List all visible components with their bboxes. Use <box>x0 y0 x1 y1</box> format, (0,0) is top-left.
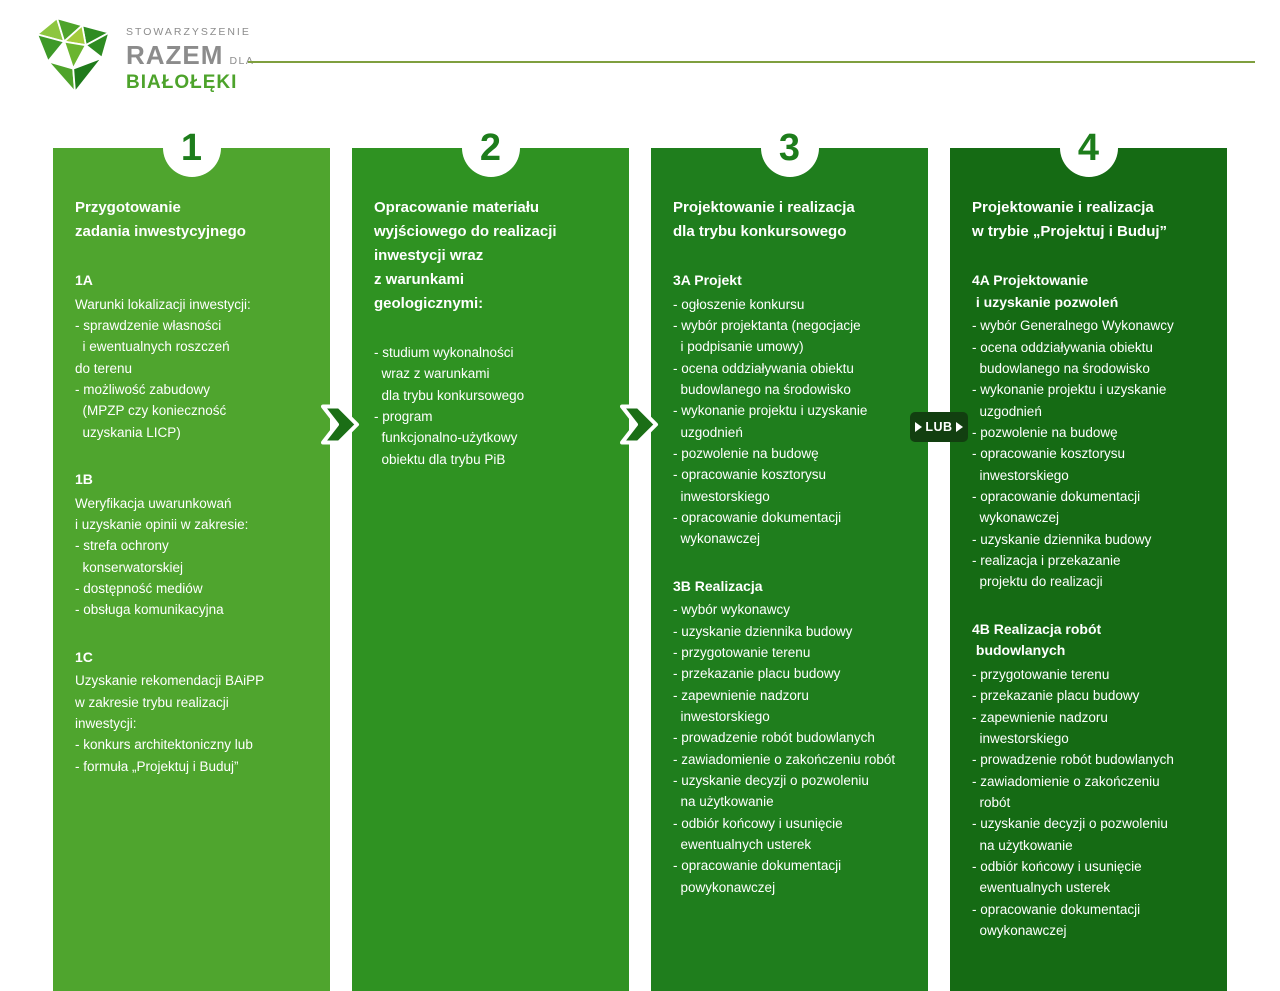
column-title: Projektowanie i realizacja w trybie „Pro… <box>972 199 1168 240</box>
header-rule <box>248 61 1255 63</box>
logo-text-mid: RAZEM DLA <box>126 40 254 71</box>
arrow-right-icon <box>915 422 922 432</box>
column-section: 3A Projekt - ogłoszenie konkursu - wybór … <box>673 270 912 550</box>
logo-heart-icon <box>36 17 111 93</box>
section-body: - przygotowanie terenu - przekazanie pla… <box>972 667 1174 938</box>
section-heading: 1C <box>75 648 93 665</box>
section-heading: 1A <box>75 272 93 288</box>
section-heading: 3A Projekt <box>673 272 742 288</box>
column-section: - studium wykonalności wraz z warunkami … <box>374 342 613 470</box>
section-body: Uzyskanie rekomendacji BAiPP w zakresie … <box>75 673 265 774</box>
column-section: 4A Projektowanie i uzyskanie pozwoleń - w… <box>972 270 1211 593</box>
logo-text-razem: RAZEM <box>126 40 224 70</box>
column-title: Przygotowanie zadania inwestycyjnego <box>75 199 246 240</box>
section-body: - wybór wykonawcy - uzyskanie dziennika … <box>673 602 896 895</box>
lub-label: LUB <box>925 420 953 434</box>
logo-text-dla: DLA <box>229 55 255 67</box>
section-body: - ogłoszenie konkursu - wybór projektant… <box>673 296 868 547</box>
section-heading: 1B <box>75 470 93 487</box>
column-section: 1B Weryfikacja uwarunkowań i uzyskanie op… <box>75 469 314 621</box>
step-number: 2 <box>479 127 502 169</box>
column-section: 1A Warunki lokalizacji inwestycji: - spra… <box>75 270 314 443</box>
section-body: Weryfikacja uwarunkowań i uzyskanie opin… <box>75 495 249 618</box>
logo-text-stowarzyszenie: STOWARZYSZENIE <box>126 26 251 38</box>
step-number-circle: 2 <box>461 119 520 177</box>
section-body: Warunki lokalizacji inwestycji: - sprawd… <box>75 296 251 440</box>
arrow-right-icon <box>955 422 963 432</box>
step-number: 1 <box>180 127 203 169</box>
step-number-circle: 1 <box>162 119 221 177</box>
column-title: Projektowanie i realizacja dla trybu kon… <box>673 199 855 240</box>
arrow-right-icon <box>620 403 660 452</box>
section-heading: 4B Realizacja robót budowlanych <box>972 620 1102 659</box>
column-section: 4B Realizacja robót budowlanych - przygot… <box>972 619 1211 942</box>
arrow-right-icon <box>321 403 361 452</box>
section-body: - wybór Generalnego Wykonawcy - ocena od… <box>972 318 1174 590</box>
column-title: Opracowanie materiału wyjściowego do rea… <box>374 199 557 312</box>
column-section: 1C Uzyskanie rekomendacji BAiPP w zakresi… <box>75 647 314 777</box>
section-heading: 4A Projektowanie i uzyskanie pozwoleń <box>972 272 1119 310</box>
step-number-circle: 3 <box>760 119 819 177</box>
section-heading: 3B Realizacja <box>673 577 763 594</box>
section-body: - studium wykonalności wraz z warunkami … <box>374 345 525 467</box>
step-number: 3 <box>778 127 801 169</box>
lub-connector-badge: LUB <box>910 412 968 442</box>
column-section: 3B Realizacja - wybór wykonawcy - uzyskan… <box>673 576 912 898</box>
header: STOWARZYSZENIE RAZEM DLA BIAŁOŁĘKI <box>0 0 1280 120</box>
logo-text-bialoleki: BIAŁOŁĘKI <box>126 72 238 93</box>
step-number: 4 <box>1077 127 1100 169</box>
logo-text: STOWARZYSZENIE RAZEM DLA BIAŁOŁĘKI <box>126 26 254 94</box>
step-number-circle: 4 <box>1059 119 1118 177</box>
